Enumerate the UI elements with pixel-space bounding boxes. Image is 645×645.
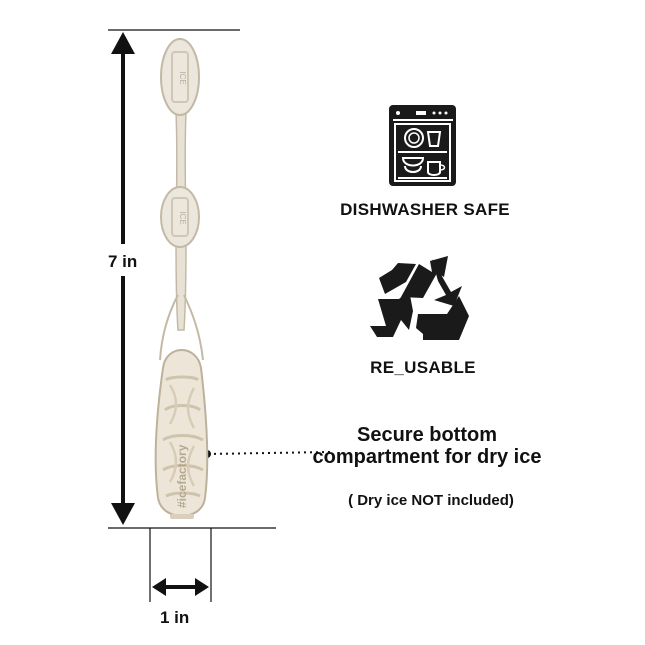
callout-leader: [207, 451, 331, 455]
reusable-label: RE_USABLE: [370, 358, 476, 377]
dry-ice-compartment: [154, 349, 209, 517]
compartment-callout: Secure bottom compartment for dry ice: [312, 424, 542, 468]
middle-paddle: [160, 186, 200, 248]
width-dimension-label: 1 in: [160, 608, 190, 627]
recycle-icon: [370, 256, 469, 340]
height-arrow: [111, 32, 135, 525]
width-arrow: [152, 578, 209, 596]
ice-stick-product: ICE ICE #icefactory: [154, 38, 209, 519]
dishwasher-safe-label: DISHWASHER SAFE: [340, 200, 510, 219]
dry-ice-note: ( Dry ice NOT included): [348, 492, 514, 509]
brand-lettering: #icefactory: [175, 444, 189, 508]
dishwasher-icon: [389, 105, 456, 186]
height-dimension-label: 7 in: [108, 252, 138, 271]
top-paddle-logo: ICE: [178, 71, 187, 84]
top-paddle: [160, 38, 200, 116]
middle-paddle-logo: ICE: [178, 211, 187, 224]
